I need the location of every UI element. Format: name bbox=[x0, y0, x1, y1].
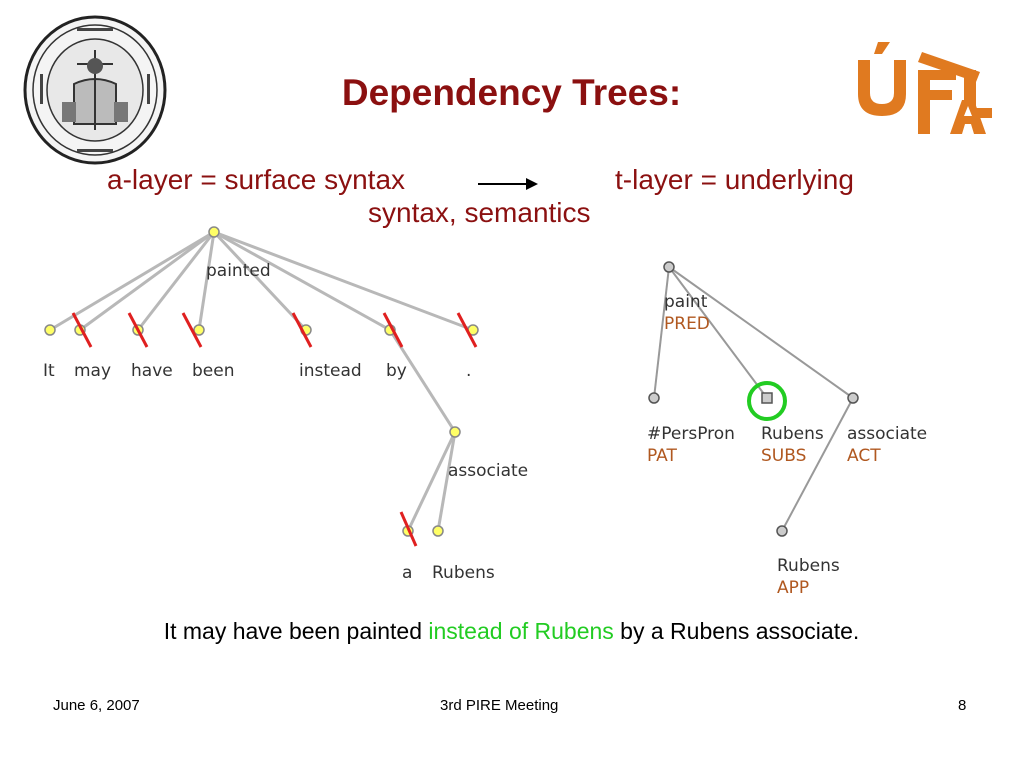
a-tree-leaf-label: Rubens bbox=[432, 563, 495, 583]
t-tree-node-functor: ACT bbox=[847, 446, 881, 466]
strike-mark bbox=[127, 312, 149, 348]
a-tree-associate-label: associate bbox=[448, 461, 529, 481]
t-tree-node-functor: SUBS bbox=[761, 446, 807, 466]
t-tree-root-functor: PRED bbox=[664, 314, 710, 334]
t-tree-node bbox=[776, 525, 788, 537]
t-tree-node-functor: PAT bbox=[647, 446, 677, 466]
ufal-logo bbox=[858, 42, 992, 134]
highlight-circle bbox=[747, 381, 787, 421]
a-tree-leaf-label: by bbox=[386, 361, 407, 381]
slide-number: 8 bbox=[958, 697, 967, 714]
sentence-part: It may have been painted bbox=[163, 618, 429, 644]
t-tree-node-lemma: Rubens bbox=[777, 556, 840, 576]
a-tree-node bbox=[449, 426, 461, 438]
a-tree-leaf-label: instead bbox=[299, 361, 362, 381]
footer-date: June 6, 2007 bbox=[53, 697, 140, 714]
strike-mark bbox=[181, 312, 203, 348]
a-tree-node bbox=[193, 324, 205, 336]
arrow-right-icon bbox=[478, 178, 538, 190]
a-tree-leaf-label: been bbox=[192, 361, 235, 381]
example-sentence: It may have been painted instead of Rube… bbox=[0, 618, 1023, 645]
t-tree-node-lemma: Rubens bbox=[761, 424, 824, 444]
a-tree-node bbox=[44, 324, 56, 336]
t-tree-root-lemma: paint bbox=[664, 292, 708, 312]
strike-mark bbox=[399, 511, 418, 547]
a-tree-node bbox=[432, 525, 444, 537]
a-tree-leaf-label: a bbox=[402, 563, 413, 583]
subtitle-t-layer: t-layer = underlying bbox=[615, 164, 854, 195]
strike-mark bbox=[291, 312, 313, 348]
footer-event: 3rd PIRE Meeting bbox=[440, 697, 559, 714]
strike-mark bbox=[382, 312, 404, 348]
t-tree-node-lemma: associate bbox=[847, 424, 928, 444]
t-tree-node bbox=[648, 392, 660, 404]
a-tree-leaf-label: It bbox=[43, 361, 55, 381]
t-tree-root-node bbox=[663, 261, 675, 273]
slide-title: Dependency Trees: bbox=[341, 72, 682, 113]
strike-mark bbox=[71, 312, 93, 348]
t-tree-node-functor: APP bbox=[777, 578, 810, 598]
a-tree-leaf-label: . bbox=[466, 361, 472, 381]
sentence-part: by a Rubens associate. bbox=[613, 618, 860, 644]
a-tree-leaf-label: may bbox=[74, 361, 112, 381]
t-tree-node bbox=[761, 392, 773, 404]
sentence-highlight: instead of Rubens bbox=[428, 618, 614, 644]
a-tree-root-node bbox=[208, 226, 220, 238]
subtitle-a-layer: a-layer = surface syntax bbox=[107, 164, 406, 195]
a-tree-leaf-label: have bbox=[131, 361, 173, 381]
strike-mark bbox=[456, 312, 478, 348]
t-tree-node bbox=[847, 392, 859, 404]
subtitle-continuation: syntax, semantics bbox=[368, 197, 591, 228]
university-seal-logo bbox=[23, 15, 167, 165]
t-tree-node-lemma: #PersPron bbox=[647, 424, 735, 444]
a-tree-root-label: painted bbox=[206, 261, 271, 281]
